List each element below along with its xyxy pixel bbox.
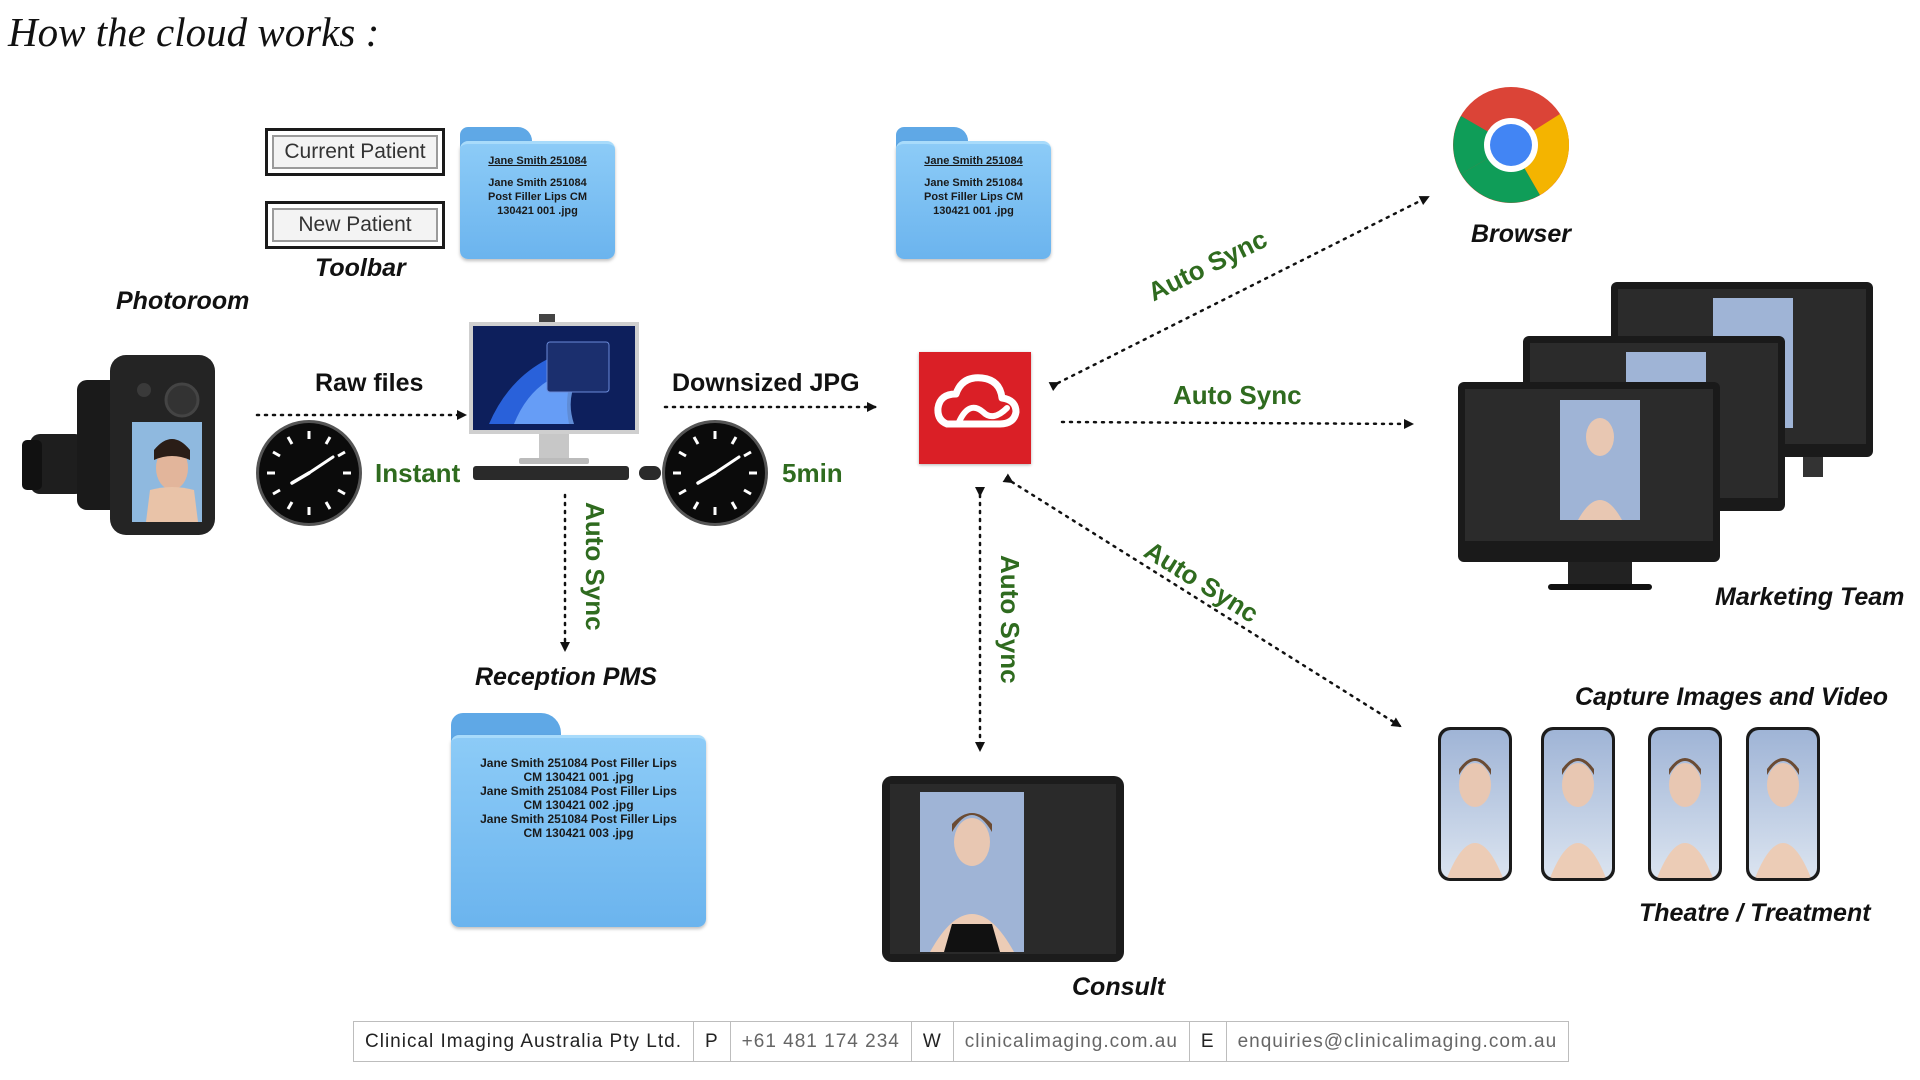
toolbar-label: Toolbar xyxy=(315,254,406,282)
monitor-icon xyxy=(1458,282,1873,590)
consult-label: Consult xyxy=(1072,973,1166,1001)
photoroom-label: Photoroom xyxy=(116,287,250,315)
marketing-team-label: Marketing Team xyxy=(1715,583,1905,611)
five-min-label: 5min xyxy=(782,458,843,488)
browser-label: Browser xyxy=(1471,220,1572,248)
footer-website-link[interactable]: clinicalimaging.com.au xyxy=(954,1022,1190,1061)
arrow-browser xyxy=(1048,195,1430,392)
phone-icon xyxy=(1438,727,1512,881)
reception-pms-label: Reception PMS xyxy=(475,663,657,691)
folder-line: Jane Smith 251084 Post Filler Lips xyxy=(480,784,677,798)
clock-icon xyxy=(259,423,359,523)
folder-line: Jane Smith 251084 xyxy=(924,177,1023,189)
footer-email-link[interactable]: enquiries@clinicalimaging.com.au xyxy=(1237,1030,1558,1052)
camera-icon xyxy=(22,355,215,535)
arrow-marketing xyxy=(1060,418,1414,429)
auto-sync-marketing-label: Auto Sync xyxy=(1173,380,1302,410)
footer-contact-bar: Clinical Imaging Australia Pty Ltd. P +6… xyxy=(353,1021,1570,1062)
folder-title: Jane Smith 251084 xyxy=(924,155,1023,167)
folder-line: 130421 001 .jpg xyxy=(497,205,578,217)
folder-line: CM 130421 003 .jpg xyxy=(523,826,634,840)
raw-files-label: Raw files xyxy=(315,369,424,397)
footer-phone[interactable]: +61 481 174 234 xyxy=(731,1022,912,1061)
computer-icon xyxy=(469,314,661,480)
folder-line: CM 130421 002 .jpg xyxy=(523,798,634,812)
auto-sync-pms-label: Auto Sync xyxy=(580,502,610,631)
folder-line: Post Filler Lips CM xyxy=(923,191,1023,203)
creative-cloud-icon xyxy=(919,352,1031,464)
footer-website-label: W xyxy=(912,1022,954,1061)
folder-icon: Jane Smith 251084 Post Filler Lips CM 13… xyxy=(451,713,706,927)
new-patient-button[interactable]: New Patient xyxy=(265,201,445,249)
folder-icon: Jane Smith 251084 Jane Smith 251084 Post… xyxy=(896,127,1051,259)
folder-line: CM 130421 001 .jpg xyxy=(523,770,634,784)
capture-label: Capture Images and Video xyxy=(1575,683,1889,711)
folder-line: Jane Smith 251084 Post Filler Lips xyxy=(480,756,677,770)
phone-icon xyxy=(1746,727,1820,881)
folder-line: 130421 001 .jpg xyxy=(933,205,1014,217)
chrome-icon xyxy=(1453,87,1569,203)
footer-phone-label: P xyxy=(694,1022,731,1061)
current-patient-button[interactable]: Current Patient xyxy=(265,128,445,176)
phone-icon xyxy=(1648,727,1722,881)
folder-icon: Jane Smith 251084 Jane Smith 251084 Post… xyxy=(460,127,615,259)
footer-company: Clinical Imaging Australia Pty Ltd. xyxy=(354,1022,694,1061)
page-title: How the cloud works : xyxy=(8,9,380,55)
theatre-label: Theatre / Treatment xyxy=(1639,899,1871,927)
folder-line: Jane Smith 251084 Post Filler Lips xyxy=(480,812,677,826)
auto-sync-consult-label: Auto Sync xyxy=(995,555,1025,684)
footer-email-label: E xyxy=(1190,1022,1227,1061)
clock-icon xyxy=(665,423,765,523)
folder-line: Jane Smith 251084 xyxy=(488,177,587,189)
instant-label: Instant xyxy=(375,458,461,488)
phone-icon xyxy=(1541,727,1615,881)
folder-title: Jane Smith 251084 xyxy=(488,155,587,167)
folder-line: Post Filler Lips CM xyxy=(487,191,587,203)
downsized-jpg-label: Downsized JPG xyxy=(672,369,860,397)
tablet-icon xyxy=(882,776,1124,962)
